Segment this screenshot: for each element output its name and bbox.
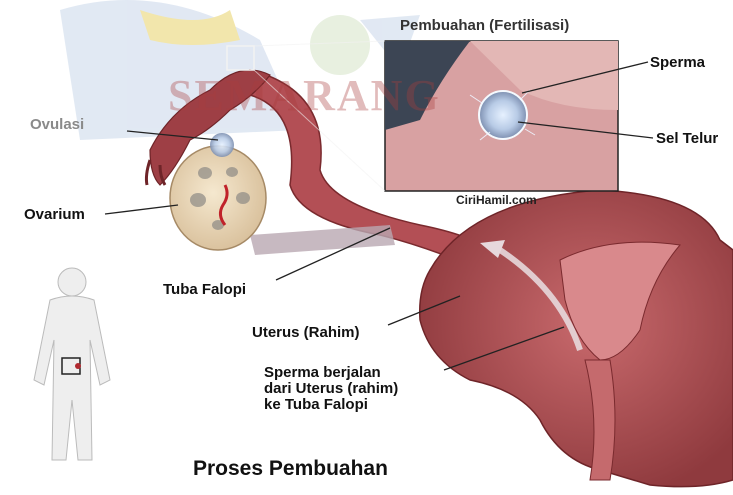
label-sperm-travel-line: dari Uterus (rahim) — [264, 381, 398, 397]
label-egg: Sel Telur — [656, 130, 718, 147]
inset-title: Pembuahan (Fertilisasi) — [400, 17, 569, 34]
watermark-text: SEMARANG — [168, 70, 441, 121]
label-sperm-travel-line: ke Tuba Falopi — [264, 397, 398, 413]
source-credit: CiriHamil.com — [456, 193, 537, 207]
label-uterus: Uterus (Rahim) — [252, 324, 360, 341]
label-sperm-travel-line: Sperma berjalan — [264, 365, 398, 381]
diagram-title: Proses Pembuahan — [193, 457, 388, 481]
label-sperm: Sperma — [650, 54, 705, 71]
ovary — [170, 146, 266, 250]
label-ovary: Ovarium — [24, 206, 85, 223]
released-egg — [210, 133, 234, 157]
label-fallopian-tube: Tuba Falopi — [163, 281, 246, 298]
inset-egg — [479, 91, 527, 139]
body-outline — [34, 268, 110, 460]
label-ovulation: Ovulasi — [30, 116, 84, 133]
label-sperm-travel: Sperma berjalan dari Uterus (rahim) ke T… — [264, 365, 398, 413]
